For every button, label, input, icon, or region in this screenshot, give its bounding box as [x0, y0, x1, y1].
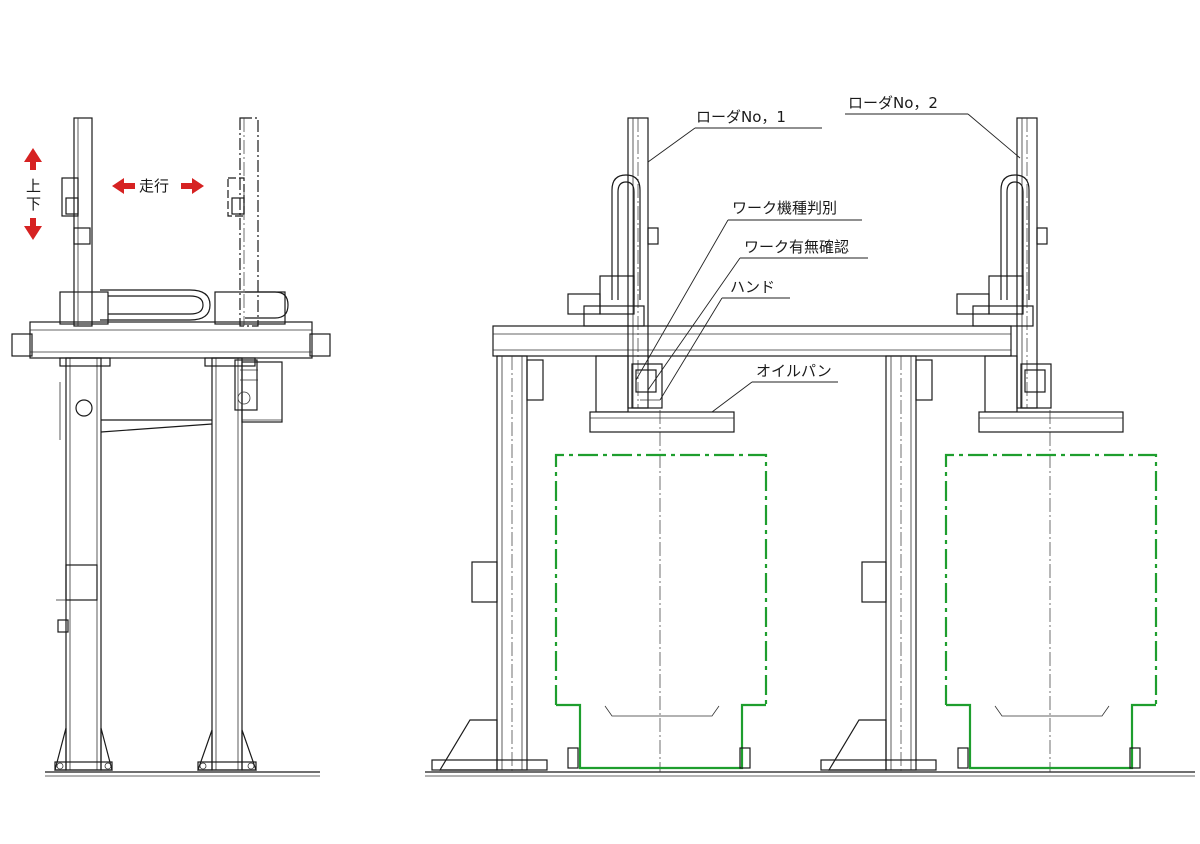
- loader2-label: ローダNo，2: [848, 94, 938, 112]
- travel-label: 走行: [139, 177, 169, 195]
- updown-label-bottom: 下: [26, 195, 41, 213]
- up-arrow-icon: [24, 148, 42, 170]
- work-presence-label: ワーク有無確認: [744, 238, 849, 256]
- loader1-label: ローダNo，1: [696, 108, 786, 126]
- right-arrow-icon: [181, 178, 204, 194]
- travel-arrows: [112, 178, 204, 194]
- leader-lines: [635, 113, 1021, 413]
- hand-label: ハンド: [730, 278, 775, 296]
- up-down-arrows: [24, 148, 42, 240]
- updown-label-top: 上: [26, 177, 41, 195]
- work-type-label: ワーク機種判別: [732, 199, 837, 217]
- front-view: [425, 117, 1195, 777]
- down-arrow-icon: [24, 218, 42, 240]
- left-arrow-icon: [112, 178, 135, 194]
- side-view: [11, 117, 331, 777]
- oil-pan-label: オイルパン: [756, 362, 832, 380]
